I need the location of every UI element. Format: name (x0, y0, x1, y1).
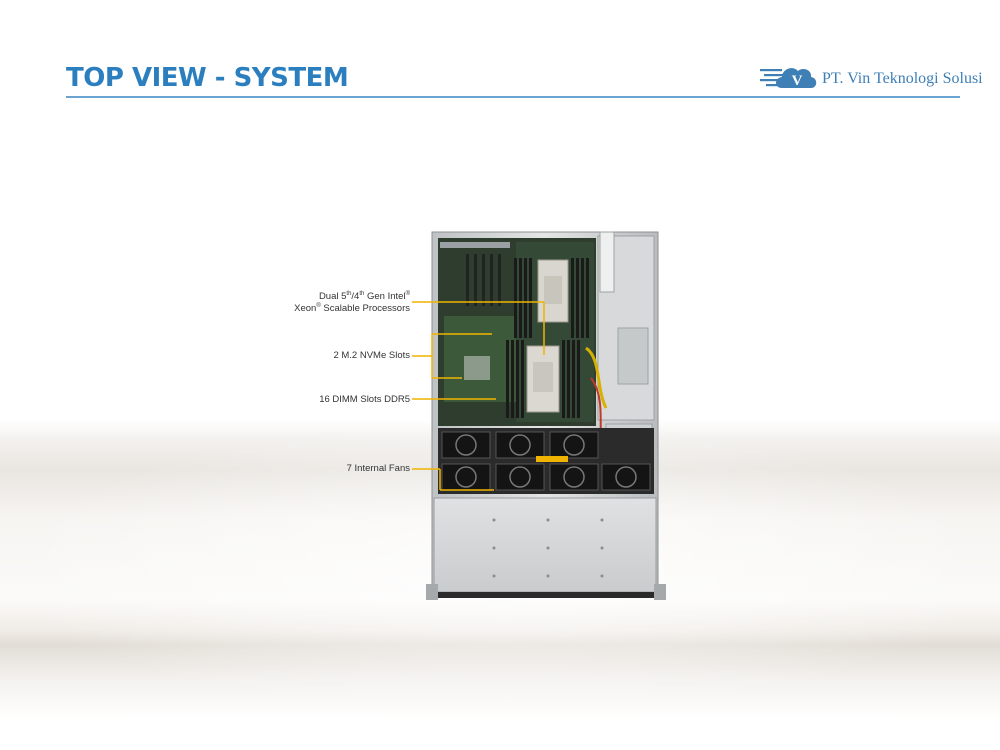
callout-label-dimm: 16 DIMM Slots DDR5 (319, 394, 410, 405)
company-logo: V PT. Vin Teknologi Solusi (760, 58, 983, 98)
cloud-logo-icon: V (760, 68, 817, 89)
callout-label-processors: Dual 5th/4th Gen Intel® Xeon® Scalable P… (294, 291, 410, 314)
callout-label-nvme: 2 M.2 NVMe Slots (333, 350, 410, 361)
title-underline (66, 96, 960, 98)
callout-label-fans: 7 Internal Fans (346, 463, 410, 474)
server-top-view-image (426, 231, 666, 600)
company-name: PT. Vin Teknologi Solusi (822, 70, 983, 87)
slide-title: TOP VIEW - SYSTEM (66, 63, 349, 93)
logo-letter: V (792, 73, 803, 89)
